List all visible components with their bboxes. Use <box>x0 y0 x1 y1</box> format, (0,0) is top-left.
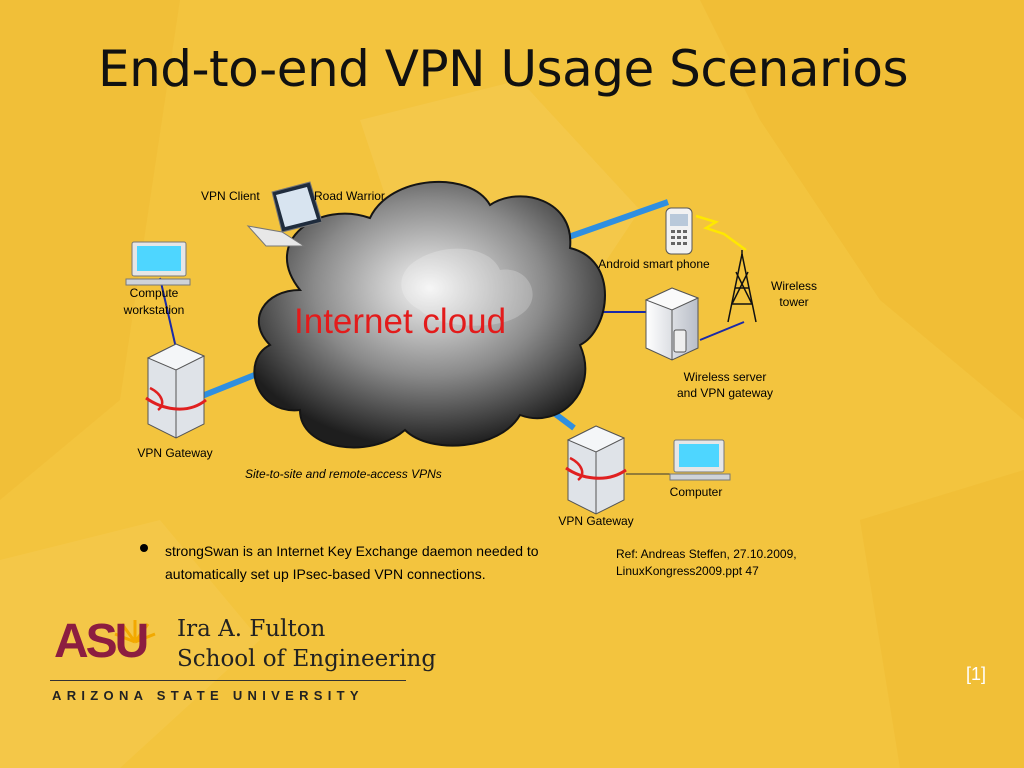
bullet-text: strongSwan is an Internet Key Exchange d… <box>165 543 539 582</box>
diagram-caption: Site-to-site and remote-access VPNs <box>245 467 442 481</box>
workstation-label-line2: workstation <box>123 303 185 317</box>
road-warrior-label: Road Warrior <box>314 189 385 203</box>
phone-icon <box>665 207 693 255</box>
reference-line2: LinuxKongress2009.ppt 47 <box>616 564 759 578</box>
wireless-tower-label-line2: tower <box>779 295 809 309</box>
android-phone-label: Android smart phone <box>598 257 710 271</box>
workstation-icon <box>125 241 191 286</box>
vpn-client-label: VPN Client <box>201 189 260 203</box>
link-left-gateway <box>200 369 264 399</box>
vpn-gateway-left-label: VPN Gateway <box>137 446 213 460</box>
link-server-tower <box>699 321 745 341</box>
wireless-server-label-line2: and VPN gateway <box>676 386 774 400</box>
internet-cloud <box>253 180 606 449</box>
asu-wordmark: ASU <box>54 615 149 668</box>
bullet-dot-icon <box>140 544 148 552</box>
wireless-tower-label-line1: Wireless <box>770 279 818 293</box>
computer-label: Computer <box>669 485 723 499</box>
slide-title: End-to-end VPN Usage Scenarios <box>98 40 909 98</box>
school-name-line2: School of Engineering <box>177 646 437 672</box>
wireless-server-icon <box>644 287 700 361</box>
vpn-gateway-right-icon <box>565 425 627 515</box>
link-workstation-gateway <box>159 277 177 349</box>
reference-line1: Ref: Andreas Steffen, 27.10.2009, <box>616 547 797 561</box>
wireless-server-label-line1: Wireless server <box>683 370 767 384</box>
asu-logo: ASU Ira A. Fulton School of Engineering … <box>50 612 436 712</box>
laptop-icon <box>246 181 323 247</box>
university-name: ARIZONA STATE UNIVERSITY <box>52 688 364 703</box>
link-phone <box>559 199 669 243</box>
asu-sunburst-icon <box>114 620 156 644</box>
wireless-bolt <box>695 214 747 252</box>
computer-icon <box>669 439 731 481</box>
workstation-label-line1: Compute <box>129 286 179 300</box>
page-number: [1] <box>966 664 987 684</box>
vpn-gateway-left-icon <box>145 343 207 439</box>
vpn-gateway-right-label: VPN Gateway <box>558 514 634 528</box>
school-name-line1: Ira A. Fulton <box>177 616 326 642</box>
reference: Ref: Andreas Steffen, 27.10.2009, LinuxK… <box>616 546 846 580</box>
internet-cloud-label: Internet cloud <box>294 302 507 341</box>
wireless-tower-icon <box>727 250 757 323</box>
logo-divider <box>50 680 406 681</box>
